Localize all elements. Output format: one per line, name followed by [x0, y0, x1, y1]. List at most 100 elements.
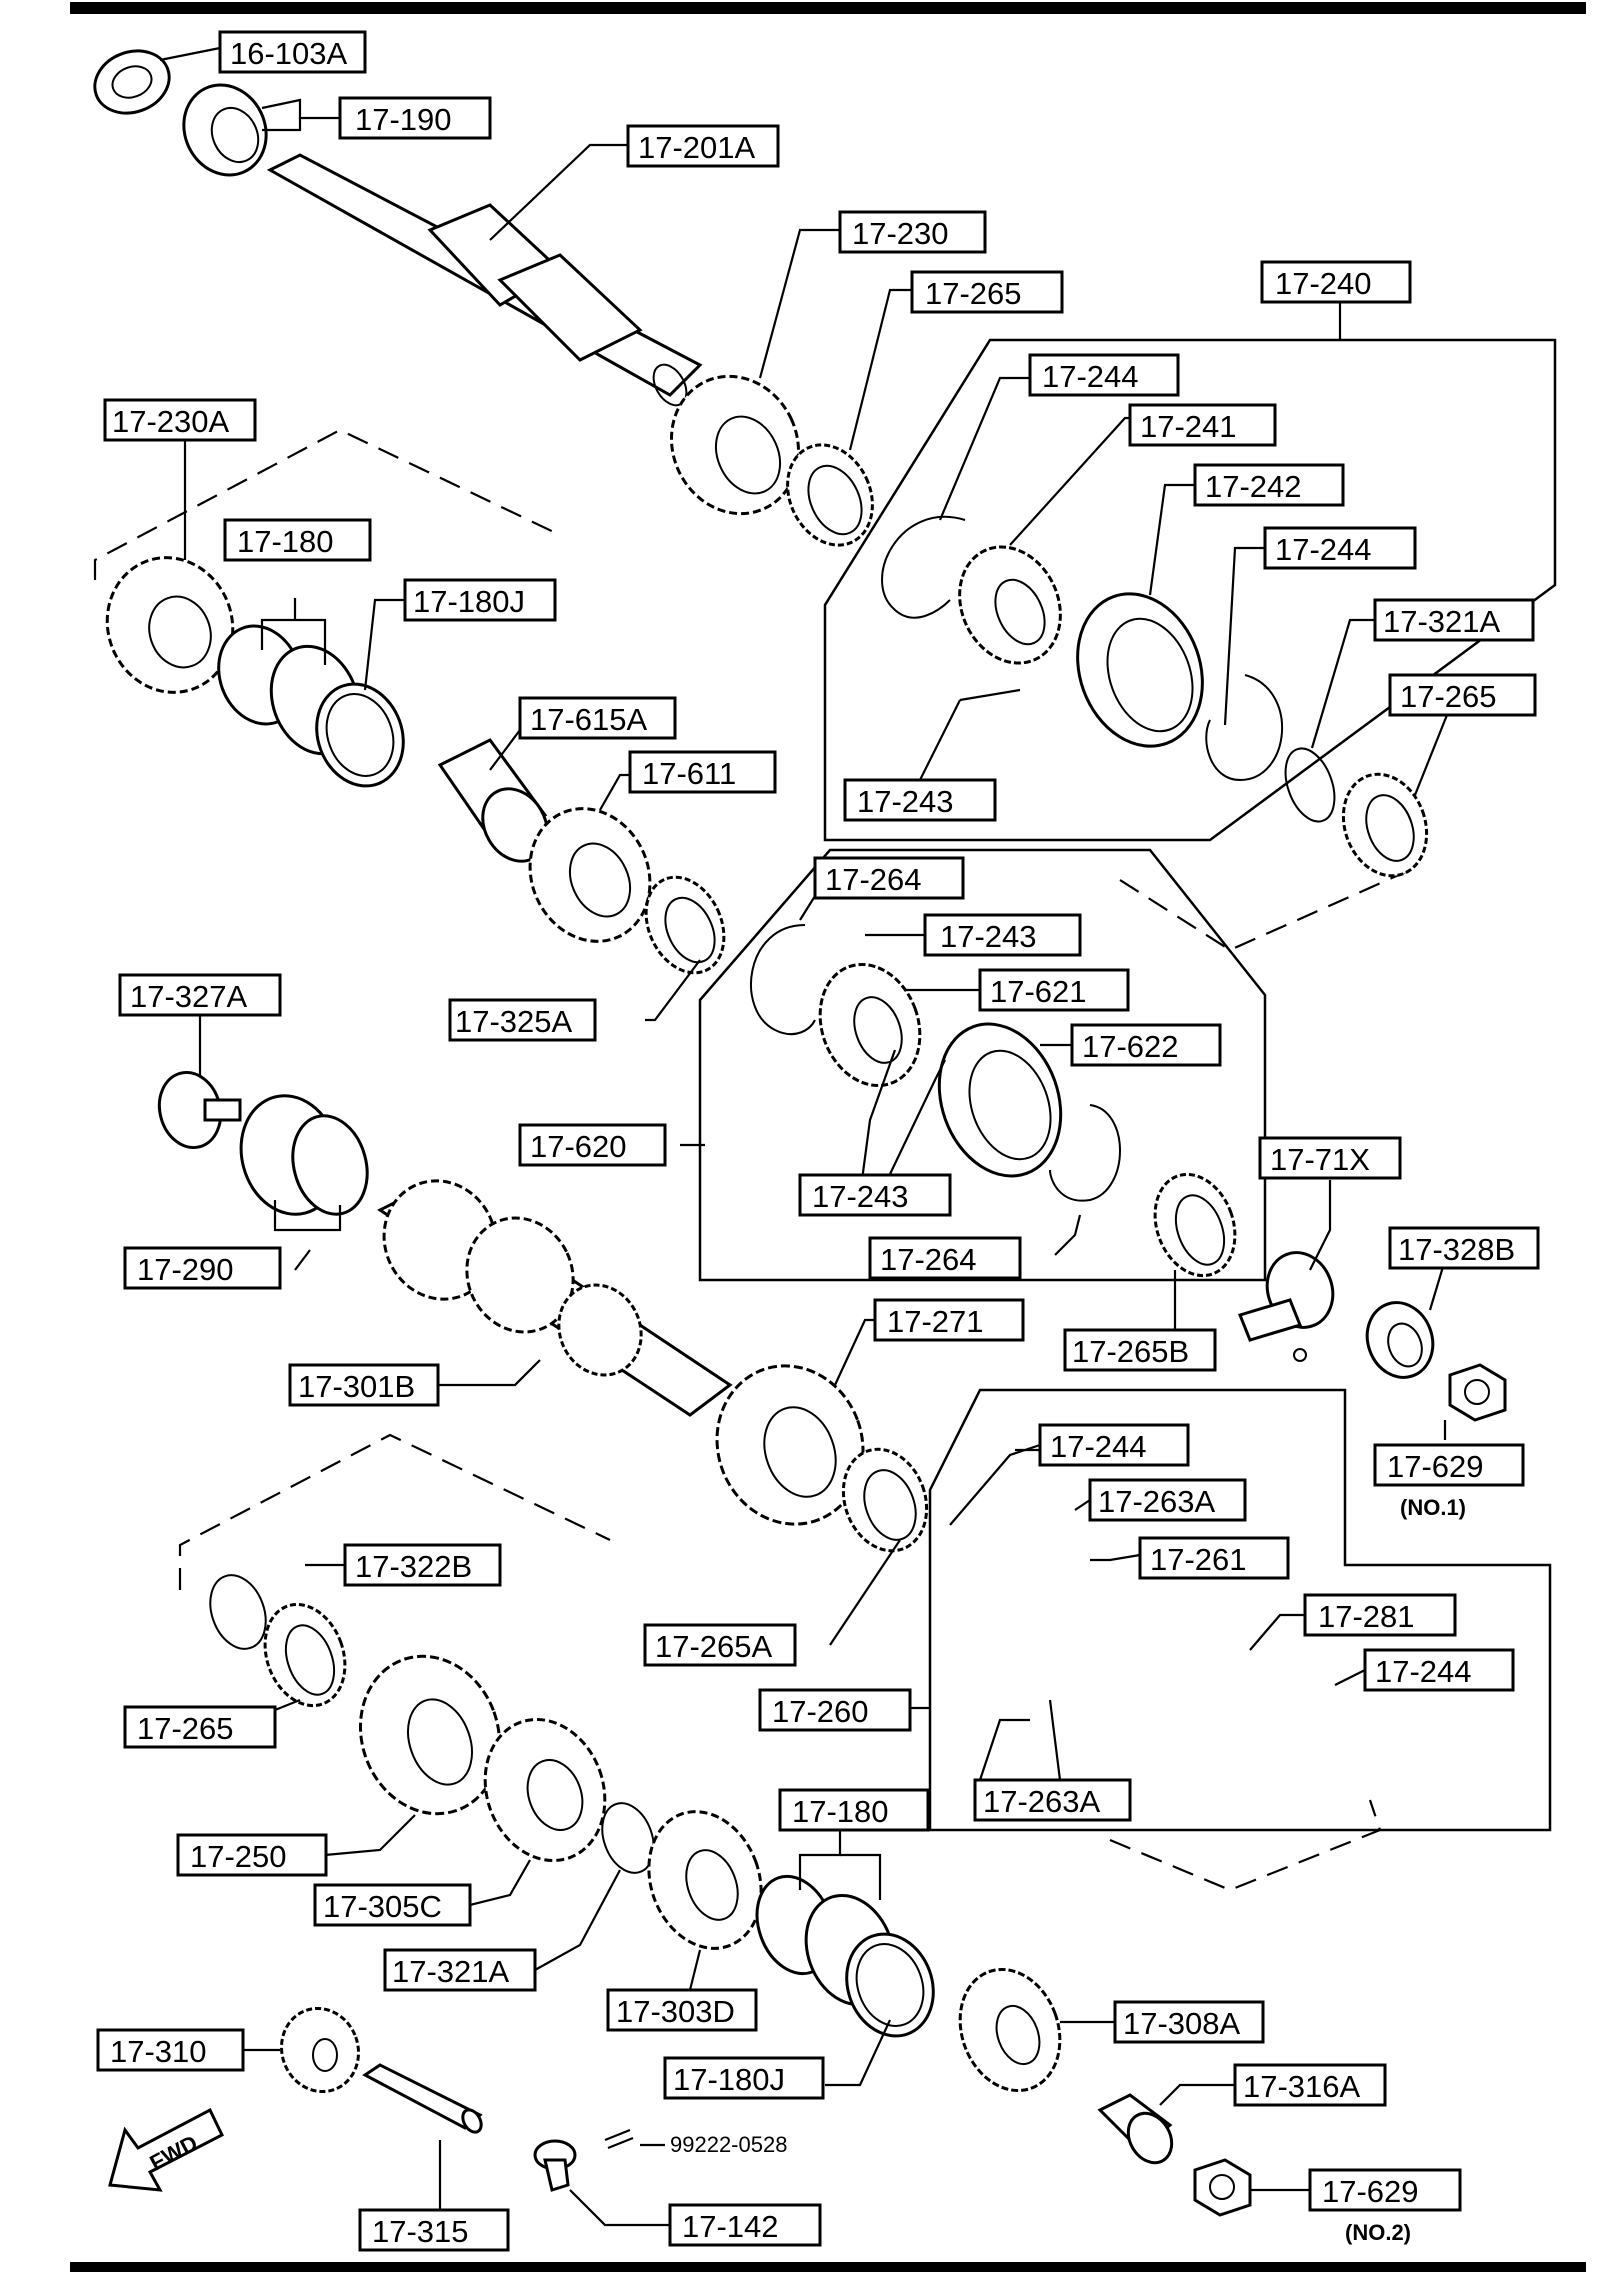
svg-text:17-190: 17-190 [355, 102, 452, 137]
label-17-201A: 17-201A [626, 124, 780, 168]
svg-text:17-615A: 17-615A [530, 702, 648, 737]
svg-text:17-290: 17-290 [137, 1252, 234, 1287]
label-17-281: 17-281 [1303, 1593, 1457, 1637]
label-17-180-lower: 17-180 [778, 1788, 930, 1832]
svg-text:17-263A: 17-263A [1098, 1484, 1216, 1519]
svg-text:17-622: 17-622 [1082, 1029, 1179, 1064]
part-sleeve-17-242 [1076, 592, 1204, 748]
svg-text:17-301B: 17-301B [298, 1369, 415, 1404]
label-17-264-a: 17-264 [813, 856, 965, 900]
part-gear-17-303D [647, 1810, 763, 1950]
svg-text:17-321A: 17-321A [1383, 604, 1501, 639]
svg-text:17-180J: 17-180J [673, 2062, 785, 2097]
label-17-315: 17-315 [358, 2208, 510, 2252]
part-gear-17-308A [958, 1967, 1062, 2093]
part-hub-17-241 [958, 545, 1062, 665]
part-ring-17-265A [841, 1447, 929, 1553]
part-collar-17-328B [1365, 1301, 1435, 1379]
svg-text:17-230A: 17-230A [112, 404, 230, 439]
part-gear-17-230 [669, 374, 801, 516]
svg-text:17-250: 17-250 [190, 1839, 287, 1874]
svg-text:17-265B: 17-265B [1072, 1334, 1189, 1369]
part-gear-17-250 [358, 1654, 502, 1816]
label-17-230A: 17-230A [103, 398, 257, 442]
label-99222-0528: 99222-0528 [670, 2132, 787, 2157]
label-17-322B: 17-322B [343, 1543, 502, 1587]
svg-text:17-325A: 17-325A [455, 1004, 573, 1039]
label-17-615A: 17-615A [518, 696, 677, 740]
part-shaft-17-315 [362, 2063, 483, 2134]
label-17-611: 17-611 [628, 750, 777, 794]
part-ring-17-265-lower [263, 1602, 347, 1708]
part-clip-17-71X [1237, 1251, 1335, 1362]
part-snap-ring-17-244-b [1205, 674, 1284, 782]
svg-text:17-315: 17-315 [372, 2214, 469, 2249]
label-17-242: 17-242 [1193, 463, 1345, 507]
svg-text:17-230: 17-230 [852, 216, 949, 251]
label-17-230: 17-230 [838, 210, 987, 254]
part-guide-17-142 [533, 2139, 577, 2192]
svg-text:17-244: 17-244 [1375, 1654, 1472, 1689]
label-17-620: 17-620 [518, 1123, 667, 1167]
part-snap-ring-17-264-b [1049, 1104, 1121, 1202]
note-no2: (NO.2) [1345, 2220, 1411, 2245]
label-17-180J-lower: 17-180J [663, 2056, 825, 2100]
part-input-shaft-17-201A [266, 153, 703, 407]
svg-text:17-243: 17-243 [857, 784, 954, 819]
svg-text:17-271: 17-271 [887, 1304, 984, 1339]
label-17-325A: 17-325A [448, 998, 597, 1042]
svg-text:17-629: 17-629 [1387, 1449, 1484, 1484]
label-17-629-a: 17-629 [1373, 1443, 1525, 1487]
svg-text:17-142: 17-142 [682, 2209, 779, 2244]
svg-text:17-327A: 17-327A [130, 979, 248, 1014]
part-snap-ring-17-244-a [881, 515, 966, 619]
label-17-629-b: 17-629 [1308, 2168, 1462, 2212]
fwd-arrow-icon: FWD [108, 2107, 224, 2192]
label-17-327A: 17-327A [118, 973, 282, 1017]
svg-text:17-265: 17-265 [925, 276, 1022, 311]
label-17-310: 17-310 [96, 2028, 245, 2072]
dash-group-upper-left [93, 428, 561, 580]
label-17-321A-lower: 17-321A [383, 1948, 537, 1992]
label-17-622: 17-622 [1070, 1023, 1222, 1067]
part-nut-17-629-a [1448, 1363, 1507, 1422]
label-17-308A: 17-308A [1113, 2000, 1265, 2044]
part-gear-17-305C [483, 1717, 607, 1863]
part-snap-ring-17-322B [209, 1574, 267, 1650]
note-no1: (NO.1) [1400, 1495, 1466, 1520]
svg-text:17-281: 17-281 [1318, 1599, 1415, 1634]
label-17-250: 17-250 [176, 1833, 328, 1877]
svg-text:17-305C: 17-305C [323, 1889, 442, 1924]
part-gear-17-230A [105, 556, 235, 694]
label-17-316A: 17-316A [1233, 2063, 1387, 2107]
label-17-263A-b: 17-263A [973, 1778, 1132, 1822]
svg-text:17-260: 17-260 [772, 1694, 869, 1729]
dash-group-lower-right [1109, 1799, 1382, 1892]
svg-text:17-328B: 17-328B [1398, 1232, 1515, 1267]
part-sleeve-17-622 [937, 1022, 1063, 1178]
label-17-261: 17-261 [1138, 1536, 1290, 1580]
label-17-142: 17-142 [668, 2203, 822, 2247]
svg-text:17-621: 17-621 [990, 974, 1087, 1009]
part-countershaft-17-301B [377, 1179, 733, 1417]
group-outline-17-240 [823, 338, 1557, 842]
label-17-243-b: 17-243 [923, 913, 1082, 957]
svg-text:17-264: 17-264 [825, 862, 922, 897]
svg-text:17-308A: 17-308A [1123, 2006, 1241, 2041]
part-shim-17-180J-top [315, 682, 405, 788]
label-17-244-a: 17-244 [1028, 353, 1180, 397]
svg-text:17-316A: 17-316A [1243, 2069, 1361, 2104]
label-17-265-right: 17-265 [1388, 673, 1537, 717]
label-17-265-top: 17-265 [910, 270, 1064, 314]
part-shim-17-180J-lower [845, 1932, 935, 2038]
svg-text:17-261: 17-261 [1150, 1542, 1247, 1577]
label-17-180-top: 17-180 [223, 518, 372, 562]
label-17-328B: 17-328B [1388, 1226, 1540, 1270]
part-snap-ring-17-321A-lower [601, 1802, 655, 1874]
svg-text:17-180: 17-180 [237, 524, 334, 559]
svg-text:17-310: 17-310 [110, 2034, 207, 2069]
svg-text:17-242: 17-242 [1205, 469, 1302, 504]
group-outline-17-620 [698, 848, 1267, 1282]
label-17-264-b: 17-264 [868, 1236, 1022, 1280]
